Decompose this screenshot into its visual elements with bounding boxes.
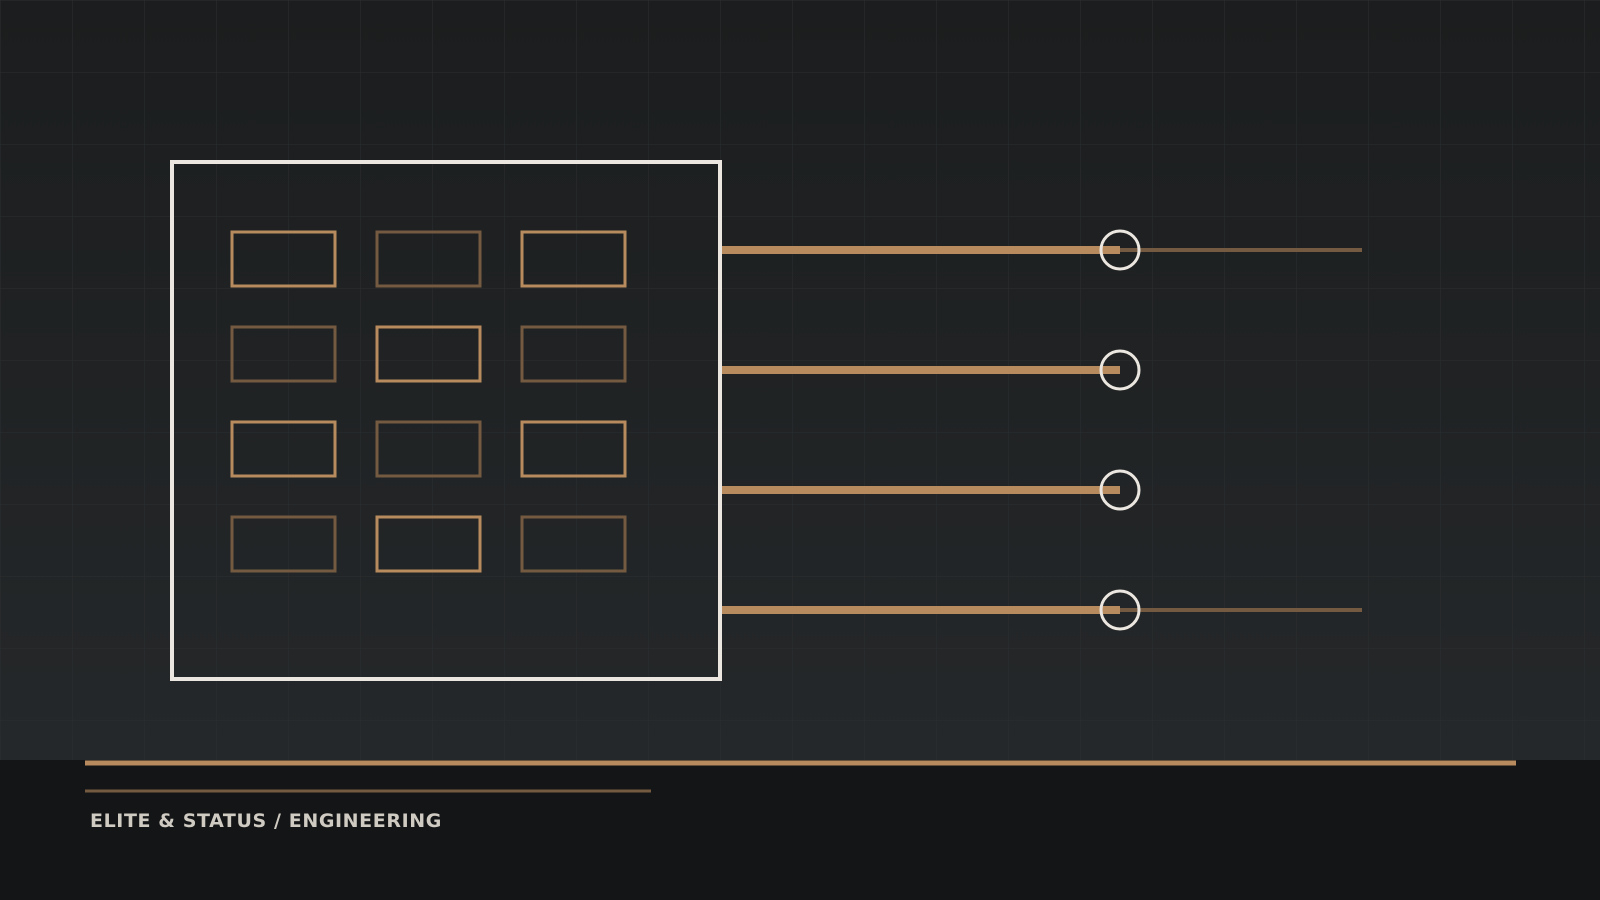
connector-node-icon — [1099, 229, 1141, 271]
grid-cell-bright — [520, 230, 627, 288]
grid-cell-dim — [375, 230, 482, 288]
grid-cell-dim — [520, 325, 627, 383]
grid-cell-bright — [375, 325, 482, 383]
node-layer — [1099, 229, 1141, 631]
connector-layer — [720, 246, 1362, 614]
grid-cell-bright — [520, 420, 627, 478]
cell-grid — [230, 230, 627, 573]
connector-node-icon — [1099, 589, 1141, 631]
connector-node-icon — [1099, 469, 1141, 511]
grid-cell-dim — [230, 515, 337, 573]
grid-cell-dim — [230, 325, 337, 383]
grid-cell-dim — [375, 420, 482, 478]
grid-cell-bright — [375, 515, 482, 573]
grid-cell-bright — [230, 230, 337, 288]
module-frame — [170, 160, 722, 681]
grid-cell-bright — [230, 420, 337, 478]
footer-band — [0, 760, 1600, 900]
connector-node-icon — [1099, 349, 1141, 391]
grid-cell-dim — [520, 515, 627, 573]
footer-label: ELITE & STATUS / ENGINEERING — [90, 810, 442, 832]
